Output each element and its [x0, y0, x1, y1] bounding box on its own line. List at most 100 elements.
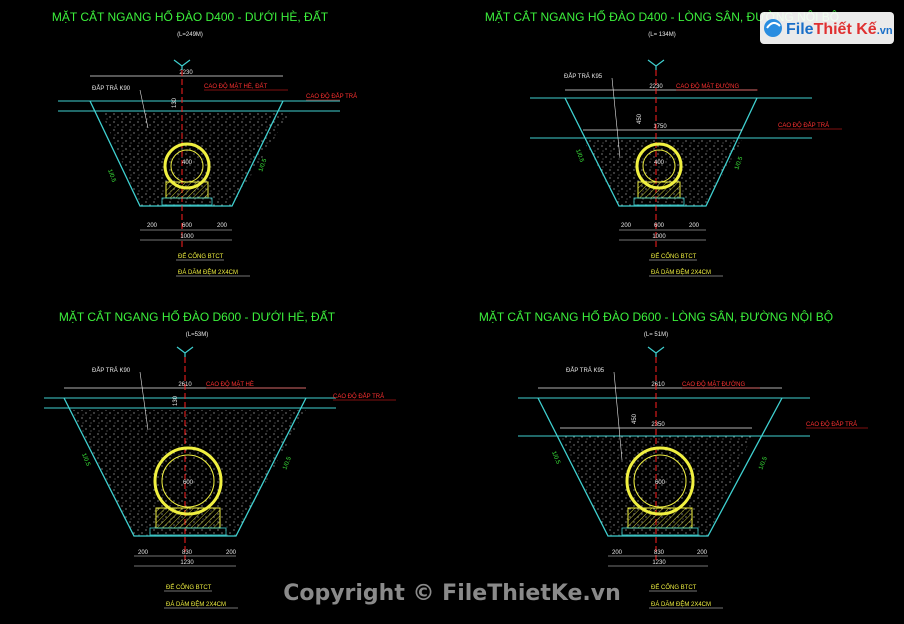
- cushion-label: ĐÁ DĂM ĐỆM 2X4CM: [178, 268, 238, 276]
- logo-part3: .vn: [877, 25, 893, 37]
- logo-swirl-icon: [764, 19, 782, 37]
- right-slope: 1/0.5: [734, 155, 744, 170]
- cushion-layer: [621, 527, 699, 536]
- svg-text:FileThiết Kế.vn: FileThiết Kế.vn: [786, 21, 893, 38]
- bottom-dim-mid: 600: [182, 223, 193, 229]
- filethietke-logo: FileThiết Kế.vn: [760, 12, 894, 44]
- right-slope: 1/0.5: [282, 456, 293, 471]
- pipe-diameter: 400: [182, 160, 193, 166]
- base-label: ĐẾ CỐNG BTCT: [651, 584, 697, 591]
- backfill-level-label: CAO ĐỘ ĐẮP TRẢ: [806, 420, 857, 428]
- fill-leader: [613, 371, 623, 461]
- axis-marker-icon: [173, 59, 191, 70]
- fill-label: ĐẮP TRẢ K95: [566, 366, 605, 374]
- pipe-base: [627, 507, 693, 529]
- bottom-dim-left: 200: [621, 223, 632, 229]
- axis-marker-icon: [647, 59, 665, 70]
- logo-part2: Thiết Kế: [814, 21, 877, 38]
- pipe-inner: [633, 454, 687, 508]
- base-label: ĐẾ CỐNG BTCT: [178, 253, 224, 260]
- trench-fill: [583, 140, 742, 206]
- pipe-diameter: 400: [654, 160, 665, 166]
- bottom-dim-left: 200: [612, 550, 623, 556]
- fill-leader: [139, 371, 149, 431]
- trench-outline: [89, 100, 284, 207]
- section-title: MẶT CẮT NGANG HỐ ĐÀO D600 - LÒNG SÂN, ĐƯ…: [479, 309, 833, 324]
- axis-marker-icon: [647, 346, 665, 357]
- bottom-dim-mid: 830: [182, 550, 193, 556]
- right-slope: 1/0.5: [258, 157, 268, 172]
- trench-fill: [70, 410, 306, 536]
- surface-label: CAO ĐỘ MẶT ĐƯỜNG: [682, 381, 745, 388]
- section-d400-road: MẶT CẮT NGANG HỐ ĐÀO D400 - LÒNG SÂN, ĐƯ…: [485, 9, 842, 277]
- cushion-layer: [149, 527, 227, 536]
- mid-width-value: 1750: [653, 124, 667, 130]
- section-length: (L=249M): [177, 32, 203, 38]
- section-length: (L= 134M): [648, 32, 676, 38]
- section-title: MẶT CẮT NGANG HỐ ĐÀO D400 - LÒNG SÂN, ĐƯ…: [485, 9, 839, 24]
- copyright-watermark: Copyright © FileThietKe.vn: [283, 581, 621, 606]
- bottom-dim-left: 200: [147, 223, 158, 229]
- cushion-label: ĐÁ DĂM ĐỆM 2X4CM: [651, 600, 711, 608]
- base-label: ĐẾ CỐNG BTCT: [651, 253, 697, 260]
- top-width-value: 2230: [179, 70, 193, 76]
- trench-outline: [564, 97, 758, 207]
- left-slope: 1/0.5: [550, 451, 561, 466]
- backfill-level-label: CAO ĐỘ ĐẮP TRẢ: [333, 392, 384, 400]
- bottom-dim-mid: 600: [654, 223, 665, 229]
- mid-width-value: 2350: [651, 422, 665, 428]
- backfill-level-label: CAO ĐỘ ĐẮP TRẢ: [306, 92, 357, 100]
- backfill-level-label: CAO ĐỘ ĐẮP TRẢ: [778, 121, 829, 129]
- pipe-base: [155, 507, 221, 529]
- logo-part1: File: [786, 21, 814, 38]
- cushion-label: ĐÁ DĂM ĐỆM 2X4CM: [166, 600, 226, 608]
- section-length: (L= 51M): [644, 332, 668, 338]
- bottom-total: 1230: [652, 560, 666, 566]
- surface-label: CAO ĐỘ MẶT HÈ: [206, 381, 254, 388]
- fill-label: ĐẮP TRẢ K90: [92, 366, 131, 374]
- fill-leader: [611, 77, 621, 159]
- depth-mark: 450: [632, 413, 638, 424]
- fill-leader: [139, 89, 149, 129]
- trench-outline: [537, 397, 783, 537]
- bottom-dim-mid: 830: [654, 550, 665, 556]
- depth-mark: 130: [172, 97, 178, 108]
- pipe-diameter: 600: [655, 480, 666, 486]
- depth-mark: 130: [173, 395, 179, 406]
- base-label: ĐẾ CỐNG BTCT: [166, 584, 212, 591]
- section-d600-road: MẶT CẮT NGANG HỐ ĐÀO D600 - LÒNG SÂN, ĐƯ…: [479, 309, 868, 609]
- fill-label: ĐẮP TRẢ K90: [92, 84, 131, 92]
- section-length: (L=53M): [186, 332, 209, 338]
- bottom-dim-right: 200: [226, 550, 237, 556]
- top-width-value: 2610: [651, 382, 665, 388]
- surface-label: CAO ĐỘ MẶT HÈ, ĐẤT: [204, 83, 268, 90]
- pipe-base: [165, 181, 209, 199]
- bottom-total: 1000: [180, 234, 194, 240]
- section-d600-sidewalk: MẶT CẮT NGANG HỐ ĐÀO D600 - DƯỚI HÈ, ĐẤT…: [44, 309, 396, 609]
- left-slope: 1/0.5: [574, 149, 584, 164]
- surface-label: CAO ĐỘ MẶT ĐƯỜNG: [676, 83, 739, 90]
- bottom-total: 1230: [180, 560, 194, 566]
- cushion-label: ĐÁ DĂM ĐỆM 2X4CM: [651, 268, 711, 276]
- cushion-layer: [161, 197, 213, 206]
- trench-outline: [63, 397, 307, 537]
- fill-label: ĐẮP TRẢ K95: [564, 72, 603, 80]
- depth-mark: 450: [637, 113, 643, 124]
- bottom-total: 1000: [652, 234, 666, 240]
- bottom-dim-left: 200: [138, 550, 149, 556]
- left-slope: 1/0.5: [106, 169, 116, 184]
- pipe-diameter: 600: [183, 480, 194, 486]
- section-title: MẶT CẮT NGANG HỐ ĐÀO D400 - DƯỚI HÈ, ĐẤT: [52, 9, 329, 24]
- pipe-inner: [161, 454, 215, 508]
- section-d400-sidewalk: MẶT CẮT NGANG HỐ ĐÀO D400 - DƯỚI HÈ, ĐẤT…: [52, 9, 357, 277]
- cushion-layer: [633, 197, 685, 206]
- top-width-value: 2230: [649, 84, 663, 90]
- right-slope: 1/0.5: [758, 456, 769, 471]
- bottom-dim-right: 200: [217, 223, 228, 229]
- bottom-dim-right: 200: [689, 223, 700, 229]
- left-slope: 1/0.5: [80, 453, 91, 468]
- axis-marker-icon: [176, 346, 194, 357]
- bottom-dim-right: 200: [697, 550, 708, 556]
- pipe-base: [637, 181, 681, 199]
